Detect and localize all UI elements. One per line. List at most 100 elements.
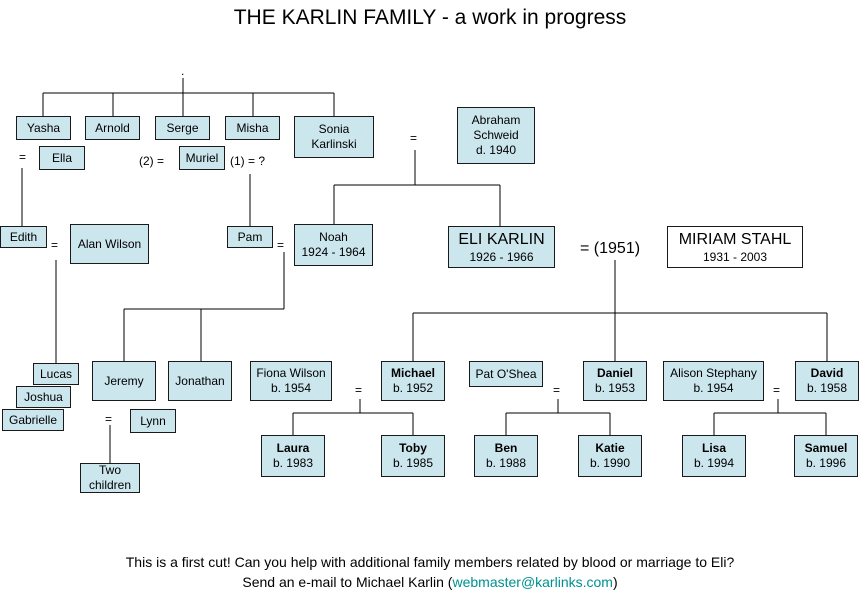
person-pat: Pat O'Shea xyxy=(469,361,543,387)
footer-suffix: ) xyxy=(612,574,618,590)
person-sonia: Sonia Karlinski xyxy=(294,116,374,158)
person-dates: b. 1953 xyxy=(594,381,636,395)
marriage-label: = xyxy=(410,131,418,145)
person-dates: b. 1988 xyxy=(485,456,527,470)
top-mark: . xyxy=(181,64,185,78)
person-dates: b. 1996 xyxy=(805,456,847,470)
person-miriam: MIRIAM STAHL 1931 - 2003 xyxy=(667,226,803,268)
marriage-label: = xyxy=(355,383,363,397)
person-name: Pat O'Shea xyxy=(475,366,537,381)
marriage-label: (2) = xyxy=(139,154,165,168)
person-name: Katie xyxy=(595,441,625,455)
person-arnold: Arnold xyxy=(85,116,140,140)
person-surname: Schweid xyxy=(473,128,519,142)
person-name: Noah xyxy=(319,230,348,244)
person-dates: 1924 - 1964 xyxy=(301,245,366,259)
marriage-label: = xyxy=(773,383,781,397)
person-name: Edith xyxy=(9,229,38,244)
person-name: David xyxy=(810,366,844,380)
person-dates: d. 1940 xyxy=(475,143,517,157)
person-dates: b. 1954 xyxy=(270,381,312,395)
person-lynn: Lynn xyxy=(130,409,176,433)
person-daniel: Daniel b. 1953 xyxy=(583,361,647,401)
person-name: Two xyxy=(98,463,121,477)
person-name: MIRIAM STAHL xyxy=(678,230,792,248)
person-dates: b. 1954 xyxy=(693,381,734,395)
person-abraham: Abraham Schweid d. 1940 xyxy=(457,107,535,164)
person-name: Lisa xyxy=(701,441,726,455)
person-name: Jonathan xyxy=(175,373,225,388)
person-serge: Serge xyxy=(155,116,210,140)
person-name: Alan Wilson xyxy=(77,236,142,251)
footer-line-2: Send an e-mail to Michael Karlin (webmas… xyxy=(0,572,860,592)
person-name: Misha xyxy=(236,120,269,135)
person-lucas: Lucas xyxy=(33,363,79,385)
person-joshua: Joshua xyxy=(16,386,71,408)
marriage-label: = xyxy=(51,238,59,252)
person-toby: Toby b. 1985 xyxy=(381,435,445,477)
person-dates: b. 1983 xyxy=(272,456,314,470)
person-name: Abraham xyxy=(471,113,521,127)
person-ben: Ben b. 1988 xyxy=(474,435,538,477)
person-yasha: Yasha xyxy=(16,116,71,140)
person-name: Joshua xyxy=(24,389,63,404)
person-dates: b. 1958 xyxy=(806,381,848,395)
person-samuel: Samuel b. 1996 xyxy=(794,435,858,477)
marriage-label: = (1951) xyxy=(580,240,641,257)
person-dates: 1931 - 2003 xyxy=(702,249,768,264)
person-name: Muriel xyxy=(185,150,219,165)
person-eli: ELI KARLIN 1926 - 1966 xyxy=(448,226,555,268)
person-name: Arnold xyxy=(95,120,130,135)
person-name: Michael xyxy=(390,366,435,380)
person-pam: Pam xyxy=(227,226,273,248)
person-alison: Alison Stephany b. 1954 xyxy=(663,361,764,401)
person-name: Alison Stephany xyxy=(670,366,757,380)
marriage-label: = xyxy=(105,412,113,426)
person-name: Gabrielle xyxy=(8,412,58,427)
person-edith: Edith xyxy=(0,226,47,248)
person-two-children: Two children xyxy=(80,463,140,493)
page-title: THE KARLIN FAMILY - a work in progress xyxy=(233,6,627,29)
footer-prefix: Send an e-mail to Michael Karlin ( xyxy=(242,574,453,590)
person-fiona: Fiona Wilson b. 1954 xyxy=(250,361,332,401)
person-dates: 1926 - 1966 xyxy=(469,249,534,264)
marriage-label: = xyxy=(19,150,27,164)
person-name: Daniel xyxy=(596,366,633,380)
footer-note: This is a first cut! Can you help with a… xyxy=(0,552,860,592)
person-lisa: Lisa b. 1994 xyxy=(682,435,746,477)
person-michael: Michael b. 1952 xyxy=(381,361,445,401)
person-katie: Katie b. 1990 xyxy=(578,435,642,477)
person-jonathan: Jonathan xyxy=(168,361,232,401)
person-muriel: Muriel xyxy=(179,146,225,170)
person-name: Lucas xyxy=(39,366,73,381)
person-name: Ben xyxy=(494,441,518,455)
person-ella: Ella xyxy=(39,146,85,170)
person-name: Serge xyxy=(166,120,199,135)
person-name: Laura xyxy=(276,441,310,455)
person-name: Samuel xyxy=(804,441,848,455)
person-dates: b. 1994 xyxy=(693,456,735,470)
person-gabrielle: Gabrielle xyxy=(2,409,64,431)
marriage-label: = xyxy=(277,238,285,252)
person-surname: Karlinski xyxy=(311,137,357,151)
person-noah: Noah 1924 - 1964 xyxy=(294,224,373,266)
person-name: Jeremy xyxy=(104,373,144,388)
person-laura: Laura b. 1983 xyxy=(261,435,325,477)
person-misha: Misha xyxy=(225,116,280,140)
marriage-label: = xyxy=(553,383,561,397)
marriage-label: (1) = ? xyxy=(230,154,266,168)
person-dates: b. 1985 xyxy=(392,456,434,470)
person-name: Pam xyxy=(237,229,263,244)
person-name: Fiona Wilson xyxy=(256,366,326,380)
person-name: Ella xyxy=(51,150,72,165)
person-name: Yasha xyxy=(26,120,61,135)
person-name: Toby xyxy=(399,441,427,455)
person-surname: children xyxy=(88,478,132,492)
person-name: ELI KARLIN xyxy=(458,230,545,248)
person-dates: b. 1952 xyxy=(392,381,434,395)
person-name: Sonia xyxy=(318,122,350,136)
email-link[interactable]: webmaster@karlinks.com xyxy=(452,574,613,590)
person-name: Lynn xyxy=(140,413,166,428)
